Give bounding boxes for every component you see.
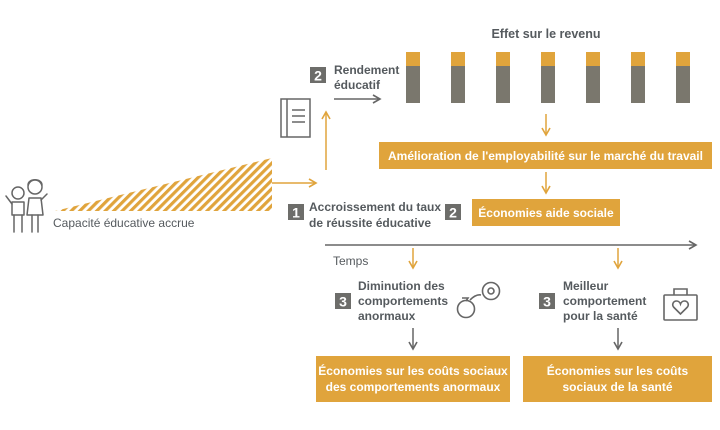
medical-kit-icon <box>663 288 698 321</box>
employability-text: Amélioration de l'employabilité sur le m… <box>388 149 703 163</box>
children-icon <box>5 179 48 233</box>
income-bar <box>406 52 420 103</box>
income-bar <box>586 52 600 103</box>
employability-box <box>379 142 712 169</box>
health-box-line1: Économies sur les coûts <box>547 363 689 378</box>
step2-social-badge <box>445 204 461 220</box>
step2-social-number: 2 <box>449 205 457 221</box>
step1-line1: Accroissement du taux <box>309 200 441 214</box>
step2-rendement-number: 2 <box>314 68 322 84</box>
health-line2: comportement <box>563 294 646 308</box>
social-savings-text: Économies aide sociale <box>478 205 614 220</box>
health-line1: Meilleur <box>563 279 609 293</box>
capacity-growth-wedge <box>55 158 272 211</box>
income-bar <box>496 52 510 103</box>
behaviour-savings-box <box>316 356 510 402</box>
health-box-line2: sociaux de la santé <box>562 380 672 394</box>
income-bar <box>631 52 645 103</box>
income-bars <box>406 52 690 103</box>
income-bar <box>451 52 465 103</box>
diagram-title: Effet sur le revenu <box>491 27 600 41</box>
step1-badge <box>288 204 304 220</box>
behaviour-box-line2: des comportements anormaux <box>326 380 501 394</box>
step3-health-number: 3 <box>543 294 551 310</box>
income-bar <box>541 52 555 103</box>
step1-line2: de réussite éducative <box>309 216 431 230</box>
left-label: Capacité éducative accrue <box>53 216 195 230</box>
social-savings-box <box>472 199 620 226</box>
health-line3: pour la santé <box>563 309 638 323</box>
step3-behaviour-badge <box>335 293 351 309</box>
rendement-line1: Rendement <box>334 63 399 77</box>
health-savings-box <box>523 356 712 402</box>
time-label: Temps <box>333 254 368 268</box>
rendement-line2: éducatif <box>334 78 381 92</box>
book-icon <box>280 98 311 138</box>
behaviour-line1: Diminution des <box>358 279 445 293</box>
income-bar <box>676 52 690 103</box>
behaviour-line2: comportements <box>358 294 448 308</box>
handcuffs-icon <box>456 281 501 319</box>
behaviour-line3: anormaux <box>358 309 416 323</box>
behaviour-box-line1: Économies sur les coûts sociaux <box>318 363 508 378</box>
step3-behaviour-number: 3 <box>339 294 347 310</box>
step1-number: 1 <box>292 205 300 221</box>
step3-health-badge <box>539 293 555 309</box>
step2-rendement-badge <box>310 67 326 83</box>
